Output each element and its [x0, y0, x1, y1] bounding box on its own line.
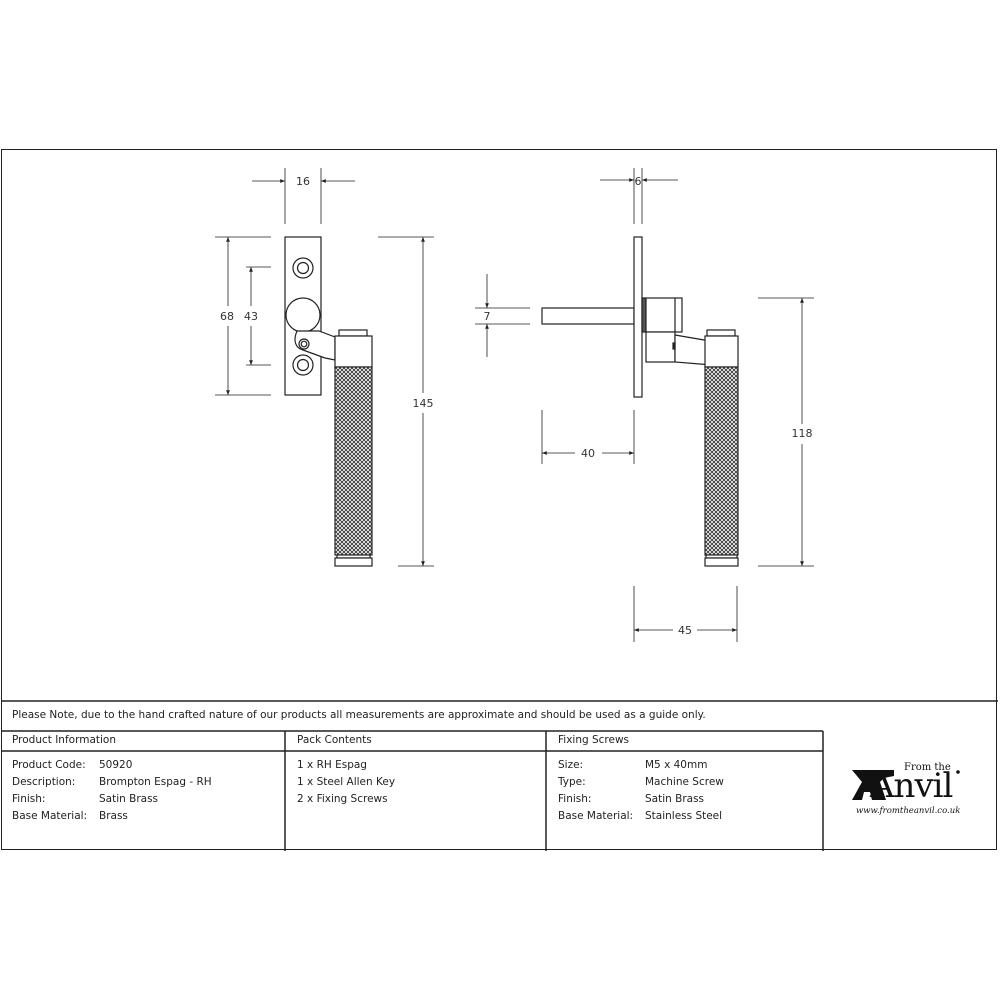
side-handle-cap	[706, 329, 736, 337]
fixing-screws-header: Fixing Screws	[558, 734, 630, 746]
side-dimension-labels: 6 7 40 118 45	[484, 175, 813, 637]
pack-item: 1 x Steel Allen Key	[297, 776, 396, 788]
screw-base-material-label: Base Material:	[558, 810, 634, 822]
screw-type-value: Machine Screw	[645, 776, 724, 788]
dim-handle-height: 118	[792, 427, 813, 440]
side-dimensions	[475, 168, 814, 642]
product-code-label: Product Code:	[12, 759, 86, 771]
screw-finish-value: Satin Brass	[645, 793, 705, 805]
screw-type-label: Type:	[558, 776, 586, 788]
description-value: Brompton Espag - RH	[99, 776, 212, 788]
finish-label: Finish:	[12, 793, 46, 805]
dim-projection: 45	[678, 624, 692, 637]
base-material-value: Brass	[99, 810, 128, 822]
logo-anvil-text: Anvil	[870, 766, 953, 806]
dim-plate-height: 68	[220, 310, 234, 323]
hub-lower	[645, 331, 676, 363]
front-dimension-labels: 16 68 43 145	[220, 175, 434, 410]
product-code-value: 50920	[99, 759, 133, 771]
dim-plate-thickness: 6	[635, 175, 642, 188]
hub-block	[645, 297, 683, 333]
side-view	[541, 236, 739, 567]
handle-cap	[338, 329, 368, 337]
from-the-anvil-logo: From the Anvil www.fromtheanvil.co.uk	[850, 762, 980, 822]
logo-url: www.fromtheanvil.co.uk	[856, 806, 961, 816]
table-grid	[1, 700, 998, 851]
product-information-header: Product Information	[12, 734, 116, 746]
boss	[285, 297, 321, 333]
finish-value: Satin Brass	[99, 793, 159, 805]
side-handle-collar	[704, 335, 739, 368]
dim-spindle-size: 7	[484, 310, 491, 323]
backplate-edge	[633, 236, 643, 398]
screw-base-material-value: Stainless Steel	[645, 810, 723, 822]
dim-overall-height: 145	[413, 397, 434, 410]
pack-item: 1 x RH Espag	[297, 759, 367, 771]
side-handle-end-cap	[704, 557, 739, 567]
handle-knurled-grip	[334, 366, 373, 556]
screw-finish-label: Finish:	[558, 793, 592, 805]
screw-size-label: Size:	[558, 759, 584, 771]
pack-item: 2 x Fixing Screws	[297, 793, 388, 805]
measurement-note: Please Note, due to the hand crafted nat…	[12, 709, 706, 721]
drawing-frame	[1, 149, 997, 850]
screw-size-value: M5 x 40mm	[645, 759, 708, 771]
dim-spindle-length: 40	[581, 447, 595, 460]
side-handle-knurled-grip	[704, 366, 739, 556]
front-dimensions	[215, 168, 434, 567]
base-material-label: Base Material:	[12, 810, 88, 822]
handle-collar	[334, 335, 373, 368]
anvil-icon	[852, 770, 960, 800]
front-view	[284, 236, 373, 567]
spindle	[541, 307, 635, 325]
description-label: Description:	[12, 776, 76, 788]
logo-from-the: From the	[904, 762, 951, 773]
dim-plate-width: 16	[296, 175, 310, 188]
handle-end-cap	[334, 557, 373, 567]
pack-contents-header: Pack Contents	[297, 734, 372, 746]
dim-screw-centres: 43	[244, 310, 258, 323]
